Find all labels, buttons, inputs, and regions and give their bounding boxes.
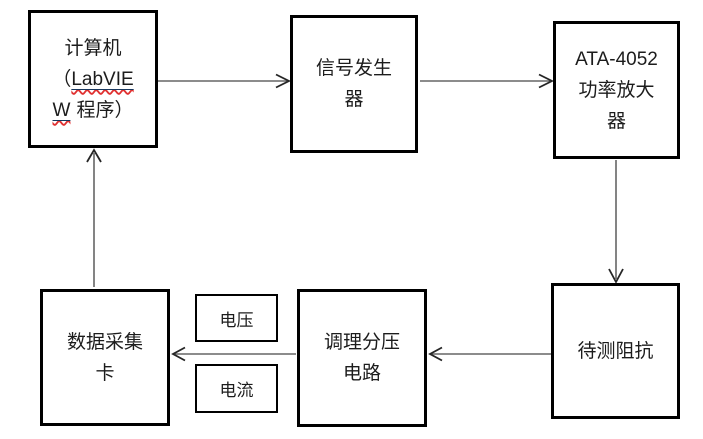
computer-label-line3: W 程序） [53,95,134,126]
labview-word-part2: W [52,99,71,121]
arrow-impedance-to-conditioning [428,346,551,362]
amplifier-label-line3: 器 [606,109,626,132]
arrow-computer-to-signal [158,73,292,89]
impedance-label: 待测阻抗 [577,339,654,362]
conditioning-label-line2: 电路 [342,362,381,384]
spellcheck-underline: LabVIE [71,68,133,90]
labview-word-part1: LabVIE [71,68,134,90]
arrow-amplifier-to-impedance [608,160,624,284]
computer-label-line1: 计算机 [64,36,122,59]
signal-generator-box: 信号发生 器 [290,15,418,153]
current-label: 电流 [219,381,254,401]
signal-generator-label-line2: 器 [344,88,364,110]
amplifier-label-line2: 功率放大 [578,78,655,101]
data-acquisition-card-box: 数据采集 卡 [40,289,170,426]
voltage-label: 电压 [219,310,254,331]
daq-label-line1: 数据采集 [66,330,143,353]
computer-label-line2: （LabVIE [52,64,133,95]
program-suffix: 程序） [70,98,134,121]
daq-label-line2: 卡 [95,361,115,384]
arrow-signal-to-amplifier [420,73,555,89]
spellcheck-underline: W [53,99,71,121]
arrow-conditioning-to-daq [171,346,296,362]
paren-open: （ [52,67,72,90]
arrow-daq-to-computer [86,148,102,287]
voltage-label-box: 电压 [195,294,278,342]
computer-box: 计算机 （LabVIE W 程序） [28,10,158,148]
power-amplifier-box: ATA-4052 功率放大 器 [553,21,680,159]
conditioning-divider-circuit-box: 调理分压 电路 [297,289,427,427]
amplifier-model-label: ATA-4052 [575,48,658,70]
conditioning-label-line1: 调理分压 [323,331,400,353]
impedance-under-test-box: 待测阻抗 [551,283,680,419]
current-label-box: 电流 [195,364,278,413]
signal-generator-label-line1: 信号发生 [315,57,392,79]
